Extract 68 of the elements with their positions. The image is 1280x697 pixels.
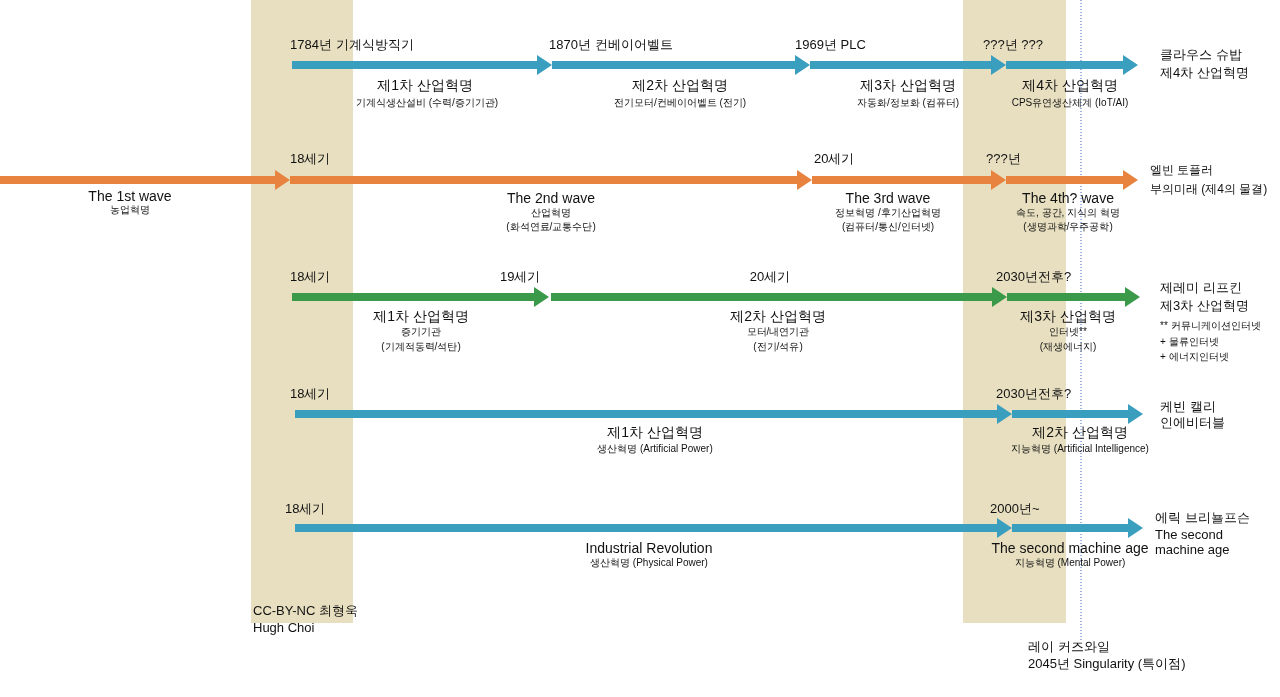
era-note: 생산혁명 (Artificial Power)	[597, 443, 713, 455]
era-note: 농업혁명	[110, 204, 150, 216]
era-note: 기계식생산설비 (수력/증기기관)	[355, 97, 499, 109]
era-note: 인터넷**	[1049, 326, 1087, 338]
time-label: 20세기	[749, 270, 791, 285]
author-label: 클라우스 슈밥	[1160, 48, 1242, 63]
era-title: Industrial Revolution	[585, 540, 713, 557]
era-title: 제2차 산업혁명	[632, 77, 728, 94]
author-label: 에릭 브리뇰프슨	[1155, 511, 1250, 526]
author-label: The second machine age	[1155, 528, 1231, 558]
author-label: 엘빈 토플러	[1150, 164, 1214, 178]
credit-label: Hugh Choi	[253, 621, 315, 636]
time-label: ???년	[986, 152, 1021, 167]
time-label: 1784년 기계식방직기	[290, 38, 414, 53]
time-label: 20세기	[814, 152, 855, 167]
era-title: 제2차 산업혁명	[730, 308, 826, 325]
time-label: 18세기	[290, 387, 331, 402]
era-note: ** 커뮤니케이션인터넷	[1160, 320, 1261, 332]
author-label: 제레미 리프킨	[1160, 281, 1242, 296]
time-label: ???년 ???	[983, 38, 1043, 53]
era-title: The 4th? wave	[1022, 190, 1114, 207]
era-note: 지능혁명 (Mental Power)	[1014, 557, 1126, 569]
author-label: 부의미래 (제4의 물결)	[1150, 183, 1268, 197]
time-label: 2000년~	[990, 502, 1040, 517]
era-note: 산업혁명	[531, 207, 571, 219]
author-label: 제4차 산업혁명	[1160, 66, 1249, 81]
era-title: 제1차 산업혁명	[377, 77, 473, 94]
time-label: 18세기	[290, 152, 331, 167]
time-label: 19세기	[500, 270, 541, 285]
era-note: 자동화/정보화 (컴퓨터)	[856, 97, 960, 109]
era-title: 제4차 산업혁명	[1022, 77, 1118, 94]
era-note: CPS유연생산체계 (IoT/AI)	[1011, 97, 1129, 109]
era-note: + 물류인터넷	[1160, 336, 1219, 348]
era-title: 제3차 산업혁명	[860, 77, 956, 94]
era-note: 증기기관	[401, 326, 441, 338]
era-note: + 에너지인터넷	[1160, 351, 1229, 363]
time-label: 1969년 PLC	[795, 38, 866, 53]
time-label: 2030년전후?	[996, 270, 1072, 285]
author-label: 레이 커즈와일	[1028, 640, 1110, 655]
era-title: The 3rd wave	[845, 190, 931, 207]
era-title: The second machine age	[991, 540, 1149, 557]
era-title: 제1차 산업혁명	[607, 424, 703, 441]
era-note: 생산혁명 (Physical Power)	[590, 557, 708, 569]
era-note: (생명과학/우주공학)	[1023, 221, 1113, 233]
era-note: 정보혁명 /후기산업혁명	[835, 207, 941, 219]
era-note: (재생에너지)	[1039, 341, 1097, 353]
author-label: 2045년 Singularity (특이점)	[1028, 657, 1186, 672]
author-label: 인에비터블	[1160, 416, 1225, 431]
author-label: 제3차 산업혁명	[1160, 299, 1249, 314]
era-title: The 1st wave	[88, 188, 172, 205]
era-title: The 2nd wave	[507, 190, 595, 207]
era-note: 전기모터/컨베이어벨트 (전기)	[613, 97, 747, 109]
era-title: 제3차 산업혁명	[1020, 308, 1116, 325]
credit-label: CC-BY-NC 최형욱	[253, 604, 358, 619]
time-label: 18세기	[290, 270, 331, 285]
era-note: (화석연료/교통수단)	[506, 221, 596, 233]
era-note: (기계적동력/석탄)	[381, 341, 461, 353]
time-label: 2030년전후?	[996, 387, 1072, 402]
era-note: (컴퓨터/통신/인터넷)	[841, 221, 935, 233]
era-note: (전기/석유)	[753, 341, 803, 353]
era-title: 제2차 산업혁명	[1032, 424, 1128, 441]
era-note: 속도, 공간, 지식의 혁명	[1016, 207, 1120, 219]
author-label: 케빈 캘리	[1160, 400, 1216, 415]
era-title: 제1차 산업혁명	[373, 308, 469, 325]
era-note: 지능혁명 (Artificial Intelligence)	[1011, 443, 1149, 455]
era-note: 모터/내연기관	[746, 326, 810, 338]
time-label: 18세기	[285, 502, 326, 517]
time-label: 1870년 컨베이어벨트	[549, 38, 673, 53]
